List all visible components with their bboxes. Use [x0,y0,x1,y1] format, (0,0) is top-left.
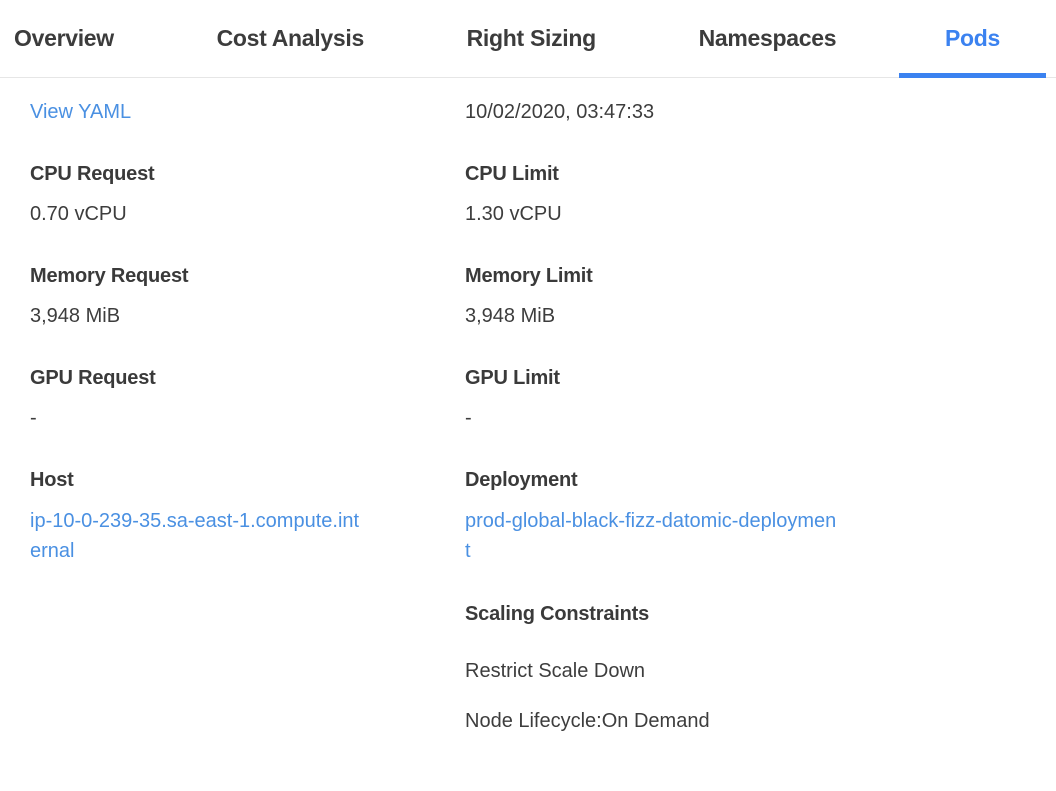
host-label: Host [30,469,74,491]
gpu-request-value: - [30,407,37,429]
field-cpu-request: CPU Request 0.70 vCPU [30,160,465,228]
cpu-request-value: 0.70 vCPU [30,203,127,225]
scaling-constraints-heading: Scaling Constraints [465,603,650,625]
timestamp-cell: 10/02/2020, 03:47:33 [465,98,1056,126]
scaling-constraints-section: Scaling Constraints Restrict Scale Down … [465,600,1056,757]
tab-bar: Overview Cost Analysis Right Sizing Name… [0,0,1056,78]
memory-limit-label: Memory Limit [465,265,593,287]
memory-limit-value: 3,948 MiB [465,305,556,327]
field-host: Host ip-10-0-239-35.sa-east-1.compute.in… [30,466,465,566]
cpu-limit-label: CPU Limit [465,163,559,185]
pod-detail-grid: View YAML 10/02/2020, 03:47:33 CPU Reque… [30,98,1056,791]
host-link[interactable]: ip-10-0-239-35.sa-east-1.compute.interna… [30,510,360,562]
field-gpu-limit: GPU Limit - [465,364,1056,432]
field-cpu-limit: CPU Limit 1.30 vCPU [465,160,1056,228]
deployment-link[interactable]: prod-global-black-fizz-datomic-deploymen… [465,510,837,562]
scaling-restrict-scale-down: Restrict Scale Down [465,660,646,682]
pod-detail-panel: View YAML 10/02/2020, 03:47:33 CPU Reque… [0,78,1056,791]
tab-overview[interactable]: Overview [14,25,114,51]
view-yaml-cell: View YAML [30,98,465,126]
field-memory-limit: Memory Limit 3,948 MiB [465,262,1056,330]
memory-request-value: 3,948 MiB [30,305,121,327]
gpu-limit-label: GPU Limit [465,367,560,389]
field-gpu-request: GPU Request - [30,364,465,432]
tab-pods[interactable]: Pods [898,0,1046,78]
tab-right-sizing[interactable]: Right Sizing [466,25,597,51]
scaling-node-lifecycle: Node Lifecycle:On Demand [465,710,710,732]
cpu-request-label: CPU Request [30,163,155,185]
memory-request-label: Memory Request [30,265,189,287]
gpu-request-label: GPU Request [30,367,156,389]
field-deployment: Deployment prod-global-black-fizz-datomi… [465,466,1056,566]
tab-cost-analysis[interactable]: Cost Analysis [216,25,365,51]
cpu-limit-value: 1.30 vCPU [465,203,562,225]
pod-timestamp: 10/02/2020, 03:47:33 [465,101,655,123]
deployment-label: Deployment [465,469,578,491]
gpu-limit-value: - [465,407,472,429]
tab-namespaces[interactable]: Namespaces [698,25,837,51]
view-yaml-link[interactable]: View YAML [30,101,132,123]
field-memory-request: Memory Request 3,948 MiB [30,262,465,330]
